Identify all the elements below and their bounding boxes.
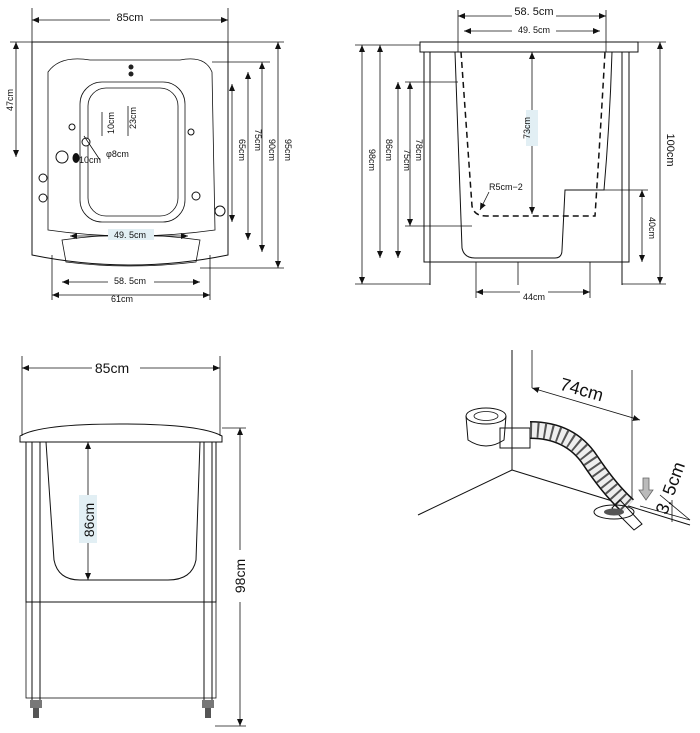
top-view-rim [47,58,216,237]
jet-icon [187,128,195,136]
drain-fitting-icon [465,407,507,425]
floor-drain-icon [593,504,635,520]
dim-label: R5cm−2 [489,182,523,192]
jet-icon [128,71,134,77]
dim-label: 85cm [117,12,144,24]
dim-label: 65cm [237,139,247,161]
dim-label: 75cm [253,129,263,151]
flex-hose-icon [529,421,635,513]
dim-label: 3. 5cm [652,459,689,517]
top-view-basin [79,81,186,223]
side-view-inner-dashed [460,51,606,217]
side-view-rim [419,41,639,53]
front-view-rim [19,423,223,443]
dim-label: 95cm [283,139,293,161]
dim-label: 86cm [81,503,97,537]
fitting-icon [55,150,69,164]
dim-label: 23cm [128,107,138,129]
side-view: 58. 5cm 49. 5cm 98cm 86cm 75cm 78cm 73cm… [355,6,676,302]
dim-label: 98cm [367,149,377,171]
leg-foot-icon [202,700,214,708]
valve-icon [38,173,48,183]
dim-label: 75cm [402,149,412,171]
side-view-tub [454,51,613,259]
dim-label: 90cm [267,139,277,161]
dim-label: 74cm [558,374,606,405]
front-view-frame [25,441,217,603]
valve-icon [38,193,48,203]
dim-label: 73cm [522,117,532,139]
front-view: 85cm 86cm 98cm [19,356,249,727]
down-arrow-icon [638,477,654,501]
top-view: 85cm 47cm 23cm 10cm 10cm φ8cm 65cm 75cm … [5,8,293,304]
jet-icon [68,123,76,131]
jet-icon [128,64,134,70]
dim-label: 85cm [95,360,129,376]
dim-label: 58. 5cm [514,6,553,18]
dim-label: 47cm [5,89,15,111]
dim-label: 49. 5cm [114,230,146,240]
hole-icon [72,153,80,163]
drain-icon [214,205,226,217]
drain-view: 74cm 3. 5cm [417,350,691,531]
dim-label: 98cm [232,559,248,593]
jet-icon [191,191,201,201]
dim-label: 58. 5cm [114,276,146,286]
top-view-shell [31,41,229,266]
dim-label: 44cm [523,292,545,302]
leg-foot-icon [30,700,42,708]
dim-label: 86cm [384,139,394,161]
dim-label: 10cm [106,112,116,134]
dim-label: 10cm [79,155,101,165]
dim-label: 49. 5cm [518,25,550,35]
dim-label: 100cm [664,133,676,166]
dim-label: φ8cm [106,149,129,159]
front-view-tub [45,441,201,581]
dim-label: 61cm [111,294,133,304]
dim-label: 78cm [414,139,424,161]
dim-label: 40cm [647,217,657,239]
